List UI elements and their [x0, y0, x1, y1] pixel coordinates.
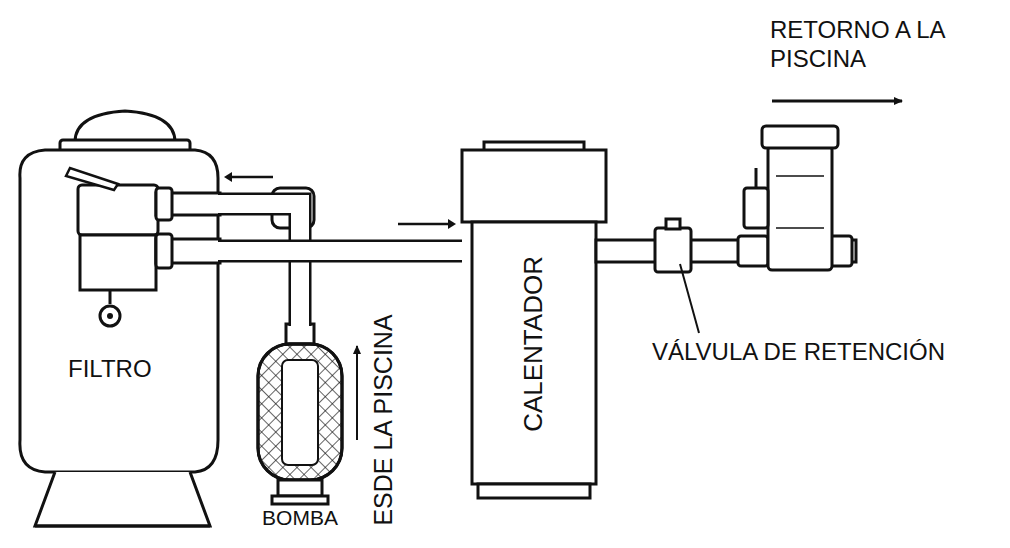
pipe-connector	[218, 219, 462, 251]
return-pipe	[596, 126, 856, 272]
inlet-flow-arrow	[356, 346, 358, 440]
leader-line	[680, 264, 699, 333]
heater-node: CALENTADOR	[462, 150, 606, 498]
node-label: FILTRO	[68, 355, 152, 383]
check-valve-label: VÁLVULA DE RETENCIÓN	[652, 338, 945, 367]
filter-node: FILTRO	[20, 150, 218, 472]
pump-body	[258, 324, 342, 504]
node-label: BOMBA	[262, 506, 338, 530]
filter-tank	[20, 111, 220, 526]
return-flow-arrow	[772, 100, 902, 103]
return-label: RETORNO A LA PISCINA	[770, 16, 980, 74]
heater-body	[462, 142, 606, 498]
pump-node: BOMBA	[250, 326, 350, 532]
inlet-label: ESDE LA PISCINA	[368, 314, 398, 525]
node-label: CALENTADOR	[519, 256, 549, 432]
